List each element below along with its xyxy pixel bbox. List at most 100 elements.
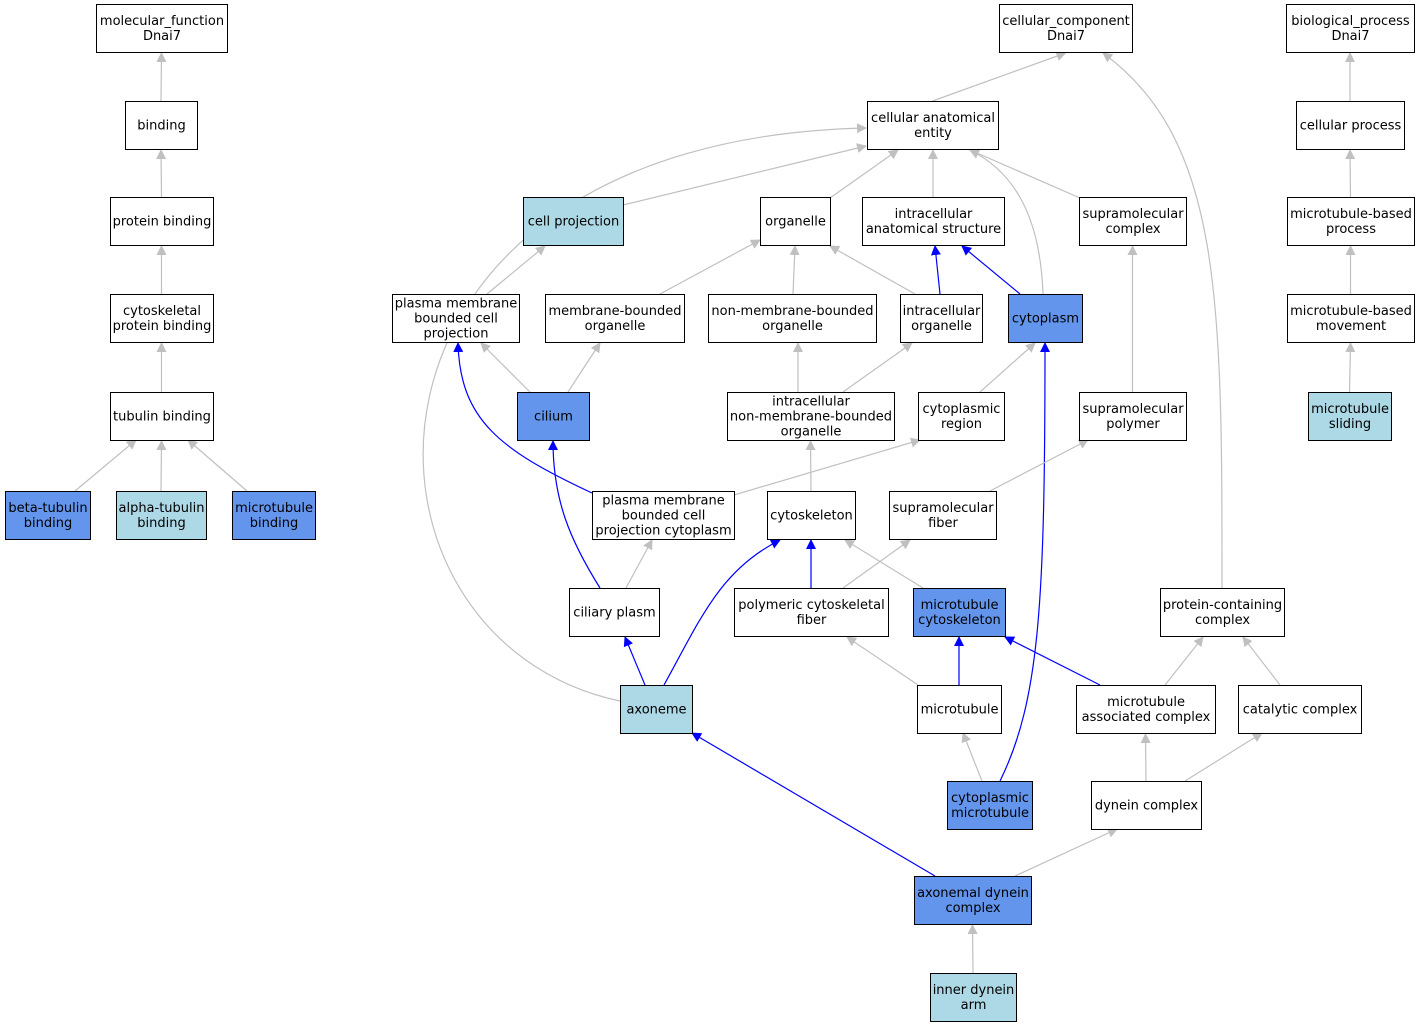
node-label-line: axoneme [626, 703, 686, 718]
node-label-line: cytoskeleton [918, 613, 1001, 628]
edge-line [74, 439, 137, 492]
node-label-line: complex [945, 901, 1000, 916]
edge-dynein-complex-to-catalytic-complex [1184, 732, 1263, 782]
edge-line [567, 342, 601, 393]
edge-line [1102, 52, 1223, 589]
node-label-line: intracellular [895, 207, 973, 222]
node-label-line: ciliary plasm [573, 606, 655, 621]
edge-line [733, 437, 921, 496]
node-label-line: organelle [585, 319, 646, 334]
node-label-line: alpha-tubulin [118, 501, 204, 516]
edge-line [187, 439, 248, 492]
edge-line [486, 245, 546, 295]
go-term-node-cellular-process[interactable]: cellular process [1296, 101, 1405, 150]
go-term-node-cilium[interactable]: cilium [517, 392, 590, 441]
edge-microtubule-to-polymeric-cytoskeletal-fiber [846, 636, 919, 686]
edge-line [453, 342, 593, 494]
node-box [1160, 588, 1285, 637]
node-box [889, 491, 997, 540]
go-term-node-catalytic-complex[interactable]: catalytic complex [1238, 685, 1362, 734]
node-box [5, 491, 91, 540]
node-label-line: microtubule [951, 806, 1029, 821]
edge-binding-to-mf [156, 52, 167, 102]
go-term-node-tubulin-binding[interactable]: tubulin binding [110, 392, 214, 441]
edge-line [961, 732, 983, 782]
edge-intracellular-organelle-to-ias [930, 245, 941, 295]
edge-line [846, 636, 919, 686]
node-label-line: anatomical structure [866, 222, 1001, 237]
node-box [900, 294, 983, 343]
node-box [1308, 392, 1392, 441]
node-label-line: supramolecular [1082, 207, 1184, 222]
node-label-line: intracellular [903, 304, 981, 319]
node-label-line: protein-containing [1163, 598, 1282, 613]
node-box [867, 101, 999, 150]
go-term-node-organelle[interactable]: organelle [760, 197, 831, 246]
node-label-line: organelle [781, 425, 842, 440]
edge-mt-based-process-to-cellular-process [1345, 149, 1356, 198]
go-term-node-dynein-complex[interactable]: dynein complex [1091, 781, 1202, 830]
node-label-line: polymeric cytoskeletal [738, 598, 884, 613]
node-box [1076, 685, 1216, 734]
go-term-node-protein-binding[interactable]: protein binding [110, 197, 214, 246]
node-label-line: inner dynein [933, 983, 1015, 998]
go-term-node-cytoplasm[interactable]: cytoplasm [1008, 294, 1083, 343]
node-label-line: region [941, 417, 982, 432]
edge-axonemal-dynein-complex-to-axoneme [691, 732, 936, 877]
edge-pmbcp-to-cell-projection [486, 245, 546, 295]
node-box [1287, 197, 1415, 246]
go-term-node-binding[interactable]: binding [125, 101, 198, 150]
edge-beta-tubulin-binding-to-tubulin-binding [74, 439, 137, 492]
go-term-node-microtubule[interactable]: microtubule [917, 685, 1002, 734]
edge-polymeric-cytoskeletal-fiber-to-supramolecular-fiber [842, 539, 911, 589]
edge-microtubule-sliding-to-mt-based-movement [1345, 342, 1356, 393]
go-term-node-cytoskeleton[interactable]: cytoskeleton [767, 491, 856, 540]
node-label-line: cell projection [528, 215, 619, 230]
node-box [232, 491, 316, 540]
node-label-line: microtubule-based [1290, 207, 1412, 222]
edge-line [1345, 149, 1356, 198]
edge-cytoskeleton-to-inmbo [805, 440, 816, 492]
go-term-node-inmbo[interactable]: intracellularnon-membrane-boundedorganel… [727, 392, 895, 441]
go-term-node-cell-projection[interactable]: cell projection [523, 197, 624, 246]
node-label-line: arm [961, 998, 987, 1013]
edge-pmbcp-cytoplasm-to-cytoplasmic-region [733, 437, 921, 496]
go-term-node-axoneme[interactable]: axoneme [620, 685, 693, 734]
edge-line [480, 342, 531, 393]
edge-line [659, 239, 761, 295]
node-box [1008, 294, 1083, 343]
edge-ciliary-plasm-to-cilium [548, 440, 601, 589]
node-label-line: cellular process [1300, 119, 1402, 134]
node-label-line: non-membrane-bounded [730, 410, 892, 425]
go-term-node-ciliary-plasm[interactable]: ciliary plasm [569, 588, 660, 637]
edge-supramolecular-complex-to-cae [969, 149, 1081, 199]
